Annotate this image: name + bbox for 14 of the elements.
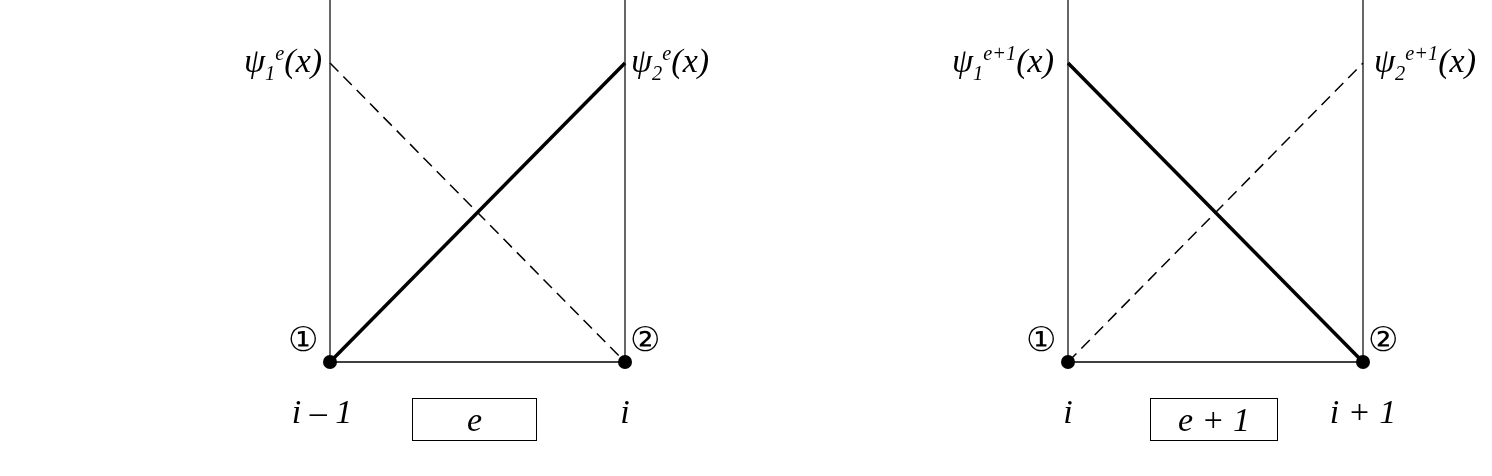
node-label: i [620,395,630,429]
node-number: ① [288,323,318,357]
node-label: i – 1 [291,395,353,429]
node-label: i + 1 [1329,395,1397,429]
function-label: ψ$_{2}$$^{e}$(x) [630,42,710,84]
node-number: ① [1026,323,1056,357]
element-label-box: e + 1 [1150,398,1278,441]
function-label: ψ$_{1}$$^{e}$(x) [243,42,323,84]
node-label: i [1063,395,1073,429]
node-number: ② [630,323,660,357]
element-label-box: e [412,398,537,441]
function-label: ψ$_{1}$$^{e+1}$(x) [951,42,1055,84]
node-number: ② [1368,323,1398,357]
function-label: ψ$_{2}$$^{e+1}$(x) [1373,42,1477,84]
